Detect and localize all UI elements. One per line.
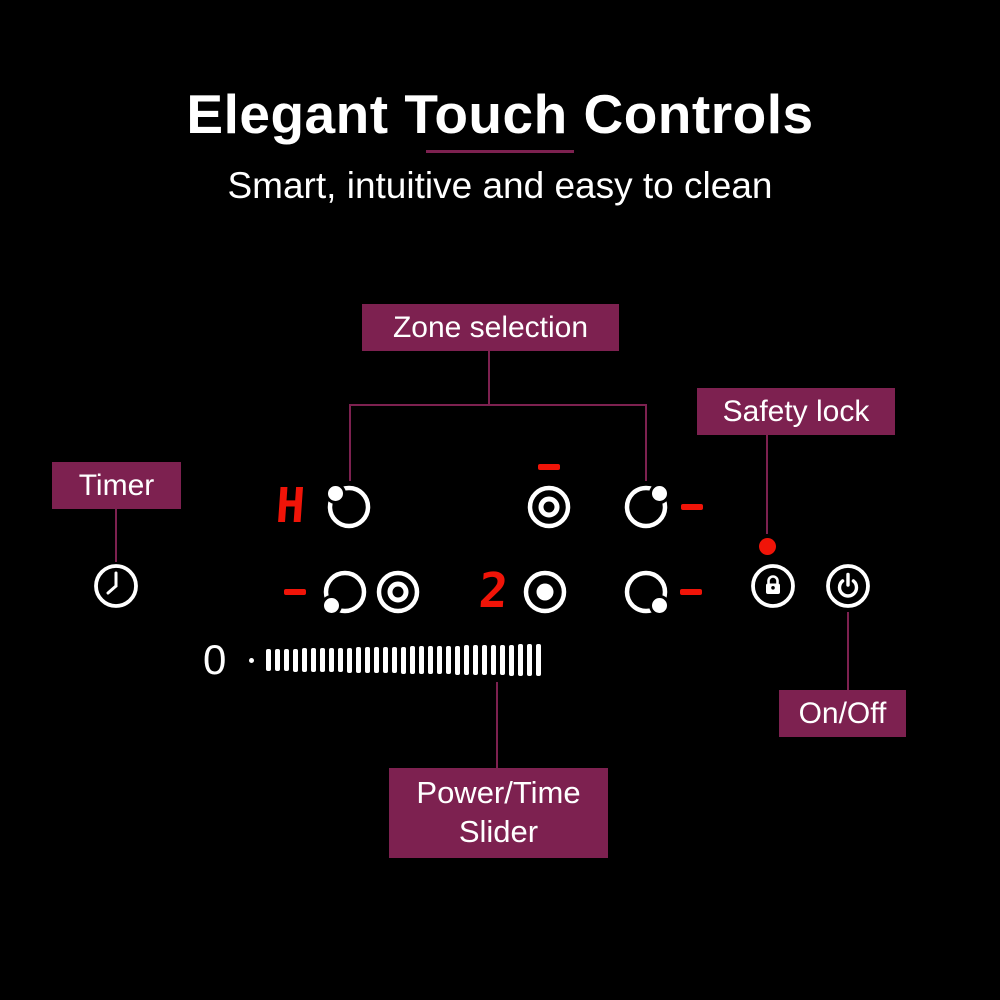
- slider-bar: [320, 648, 325, 672]
- safety-lock-label: Safety lock: [697, 388, 895, 435]
- timer-label: Timer: [52, 462, 181, 509]
- slider-bar: [266, 649, 271, 671]
- slider-bar: [374, 647, 379, 673]
- slider-bar: [365, 647, 370, 673]
- slider-bars: [266, 642, 541, 678]
- slider-bar: [401, 646, 406, 674]
- ring-icon: [521, 479, 577, 535]
- slider-bar: [491, 644, 496, 676]
- slider-bar: [284, 648, 289, 672]
- slider-bar: [482, 645, 487, 675]
- slider-bar: [518, 644, 523, 676]
- connector-line: [847, 612, 849, 690]
- connector-line: [488, 351, 490, 405]
- page-subtitle: Smart, intuitive and easy to clean: [227, 165, 773, 206]
- power-icon: [824, 562, 872, 610]
- slider-bar: [500, 644, 505, 676]
- slider-bar: [536, 644, 541, 676]
- title-divider: [426, 150, 574, 153]
- slider-bar: [464, 645, 469, 675]
- slider-bar: [311, 648, 316, 672]
- power-time-slider-label: Power/Time Slider: [389, 768, 608, 858]
- slider-bar: [428, 646, 433, 674]
- minus-indicator: [284, 589, 306, 595]
- page-title: Elegant Touch Controls: [186, 83, 814, 145]
- power-level-display: 2: [477, 563, 510, 619]
- minus-indicator: [538, 464, 560, 470]
- minus-indicator: [681, 504, 703, 510]
- clock-icon: [92, 562, 140, 610]
- slider-bar: [347, 647, 352, 673]
- slider-bar: [455, 645, 460, 675]
- connector-line: [766, 435, 768, 534]
- connector-line: [115, 509, 117, 562]
- connector-line: [349, 404, 647, 406]
- minus-indicator: [680, 589, 702, 595]
- slider-bar: [446, 645, 451, 675]
- slider-bar: [419, 646, 424, 674]
- zone-selection-label: Zone selection: [362, 304, 619, 351]
- ring-icon: [370, 564, 426, 620]
- zone-back-left-icon: [321, 479, 377, 535]
- dot-ring-icon: [517, 564, 573, 620]
- zone-front-right-icon: [618, 564, 674, 620]
- slider-bar: [509, 644, 514, 676]
- slider-min-label: 0: [203, 636, 227, 683]
- slider-bar: [302, 648, 307, 672]
- slider-bar: [356, 647, 361, 673]
- slider-bar: [437, 645, 442, 675]
- on-off-label: On/Off: [779, 690, 906, 737]
- lock-icon: [749, 562, 797, 610]
- slider-bar: [527, 644, 532, 676]
- slider-bar: [329, 647, 334, 673]
- lock-indicator-dot: [759, 538, 776, 555]
- slider-bar: [383, 646, 388, 674]
- slider-bar: [392, 646, 397, 674]
- slider-bar: [473, 645, 478, 675]
- slider-start-dot: [249, 658, 254, 663]
- connector-line: [349, 404, 351, 481]
- zone-back-right-icon: [618, 479, 674, 535]
- zone-front-left-icon: [317, 564, 373, 620]
- slider-bar: [275, 648, 280, 672]
- heat-display: H: [274, 478, 307, 534]
- slider-bar: [293, 648, 298, 672]
- connector-line: [496, 682, 498, 768]
- connector-line: [645, 404, 647, 481]
- slider-bar: [338, 647, 343, 673]
- slider-bar: [410, 646, 415, 674]
